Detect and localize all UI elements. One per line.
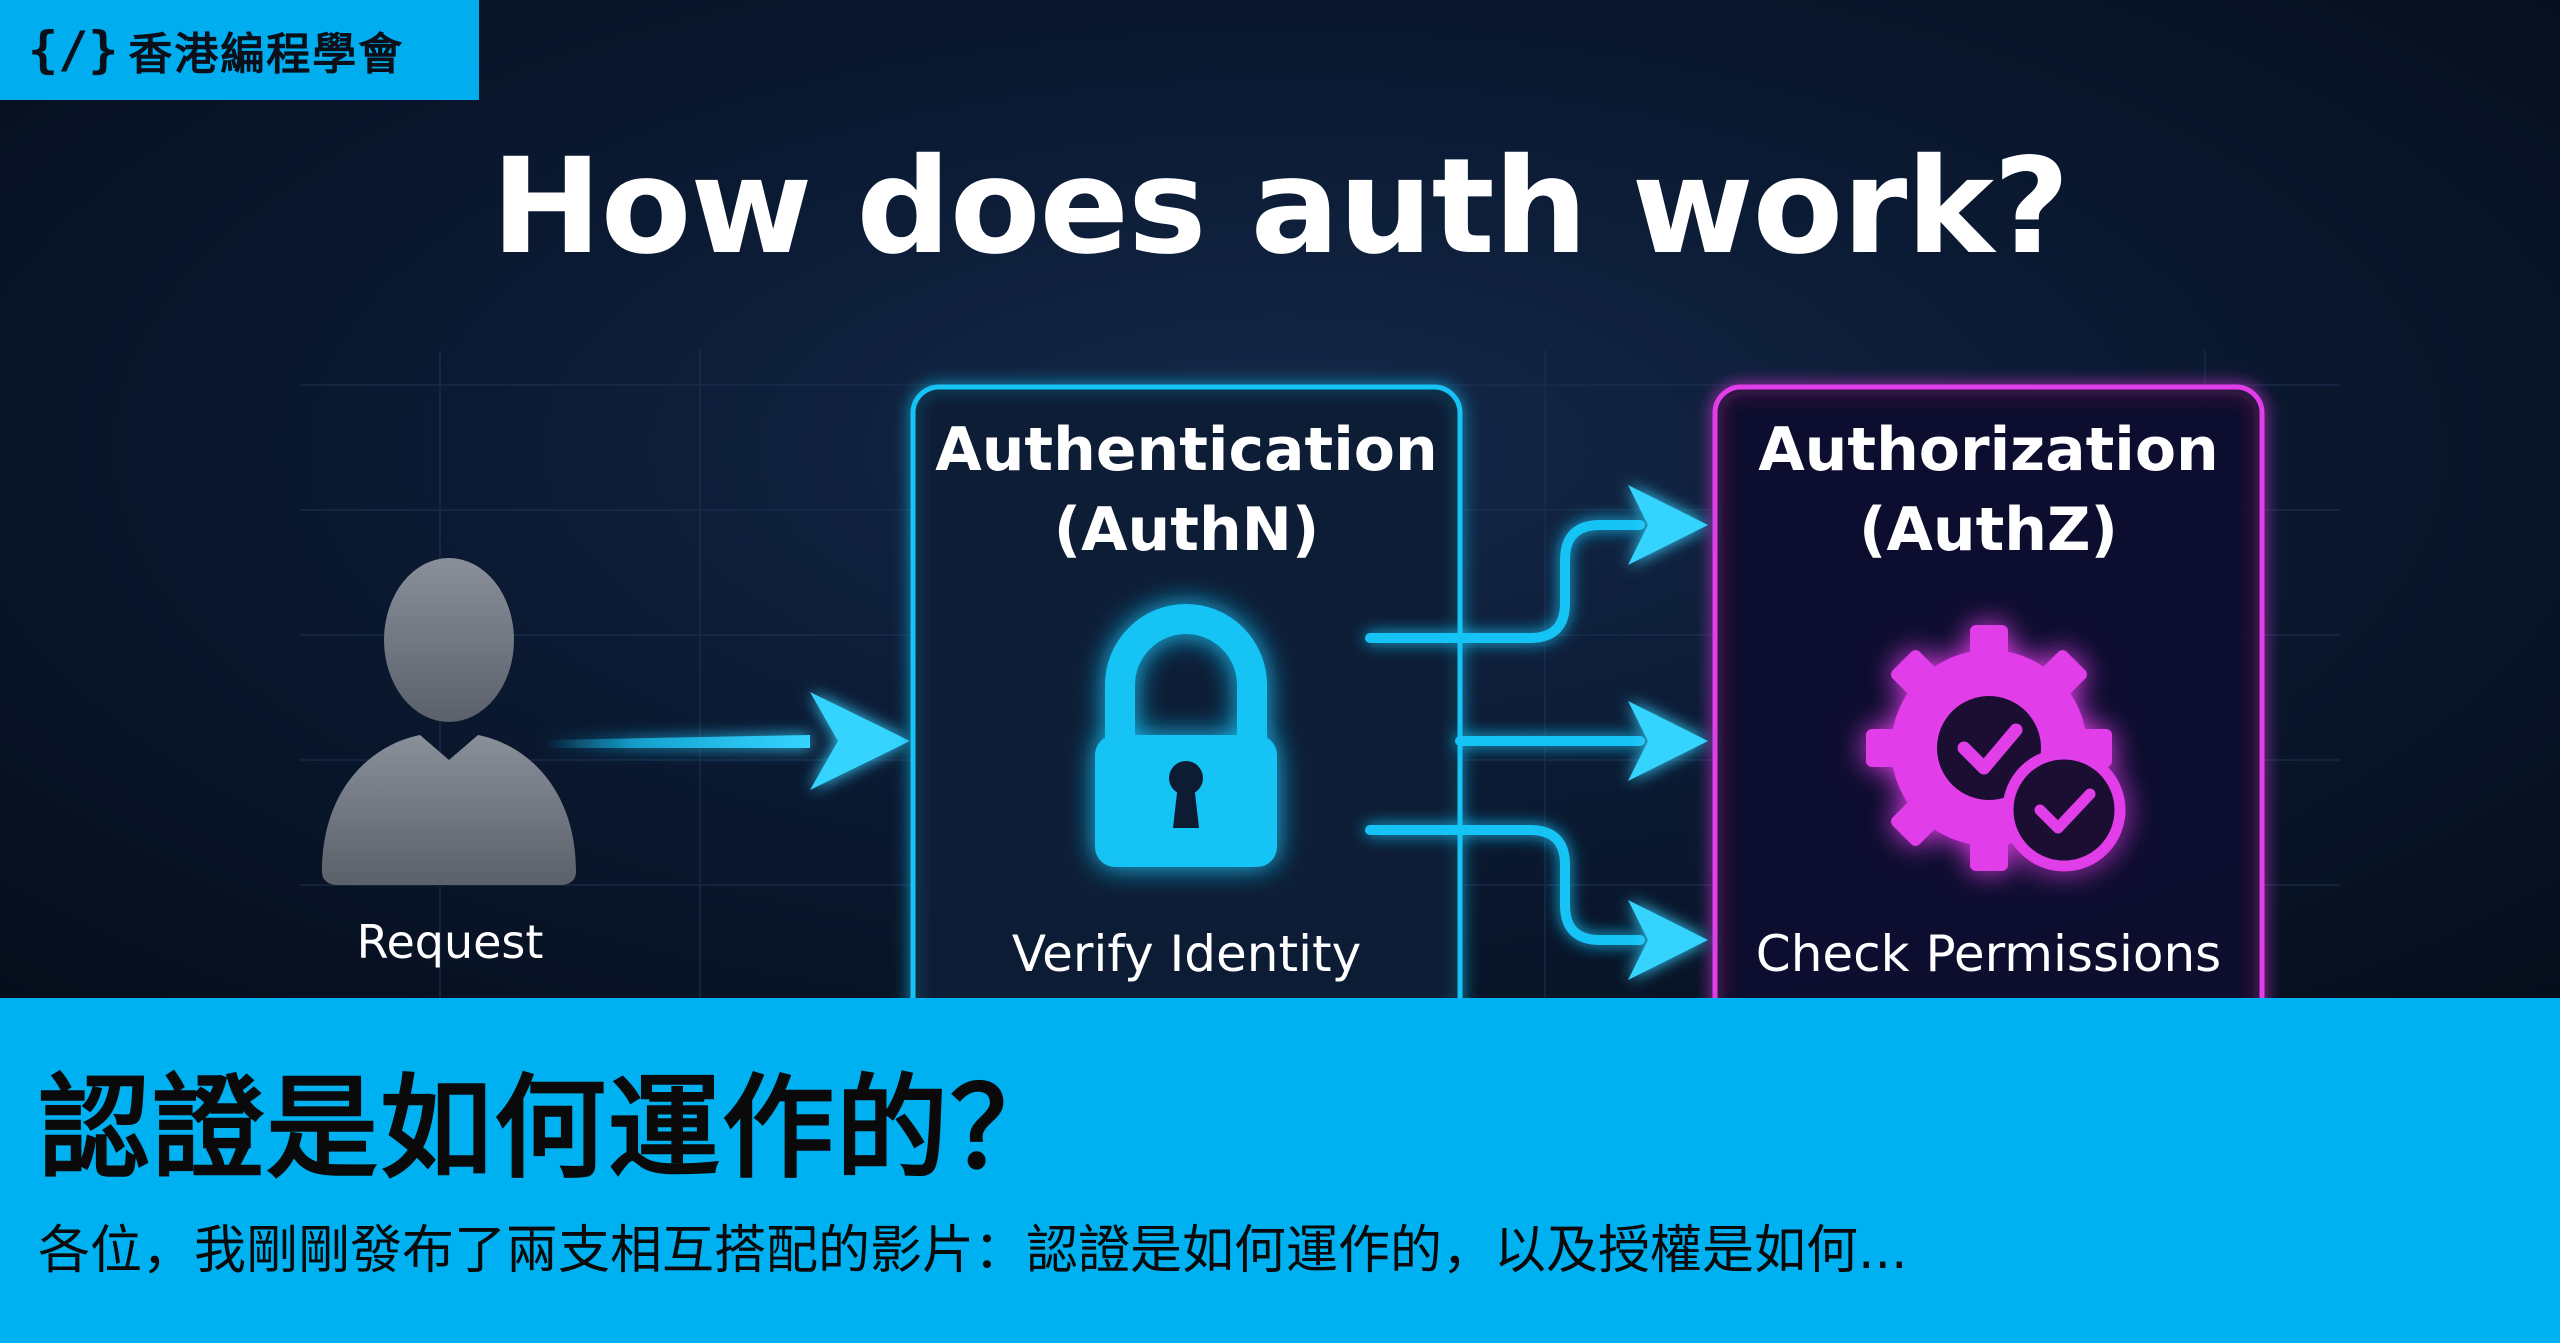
authorization-title-line2: (AuthZ) (1859, 495, 2118, 565)
info-panel[interactable]: 認證是如何運作的？ 各位，我剛剛發布了兩支相互搭配的影片：認證是如何運作的，以及… (0, 998, 2560, 1343)
hero-image[interactable]: {/} 香港編程學會 How does auth work? Authentic… (0, 0, 2560, 998)
gear-check-icon (1866, 625, 2126, 872)
authorization-arrows (1365, 520, 1645, 945)
authentication-box (910, 384, 1463, 998)
authorization-title: Authorization (AuthZ) (1715, 410, 2262, 570)
lock-icon (1095, 604, 1277, 867)
auth-flow-diagram (300, 350, 2340, 998)
article-title[interactable]: 認證是如何運作的？ (38, 1064, 1064, 1194)
authorization-title-line1: Authorization (1758, 415, 2219, 485)
user-label: Request (356, 915, 544, 969)
authentication-title-line2: (AuthN) (1053, 495, 1320, 565)
article-description: 各位，我剛剛發布了兩支相互搭配的影片：認證是如何運作的，以及授權是如何... (38, 1221, 1908, 1281)
authentication-title-line1: Authentication (935, 415, 1438, 485)
brand-logo-icon: {/} (28, 21, 119, 79)
authentication-caption: Verify Identity (1011, 925, 1362, 983)
request-arrow (545, 692, 910, 790)
user-icon (322, 558, 576, 885)
authorization-caption: Check Permissions (1755, 925, 2222, 983)
brand-name: 香港編程學會 (128, 29, 405, 80)
hero-heading: How does auth work? (491, 130, 2069, 284)
authentication-title: Authentication (AuthN) (913, 410, 1460, 570)
brand-badge: {/} 香港編程學會 (0, 0, 479, 100)
